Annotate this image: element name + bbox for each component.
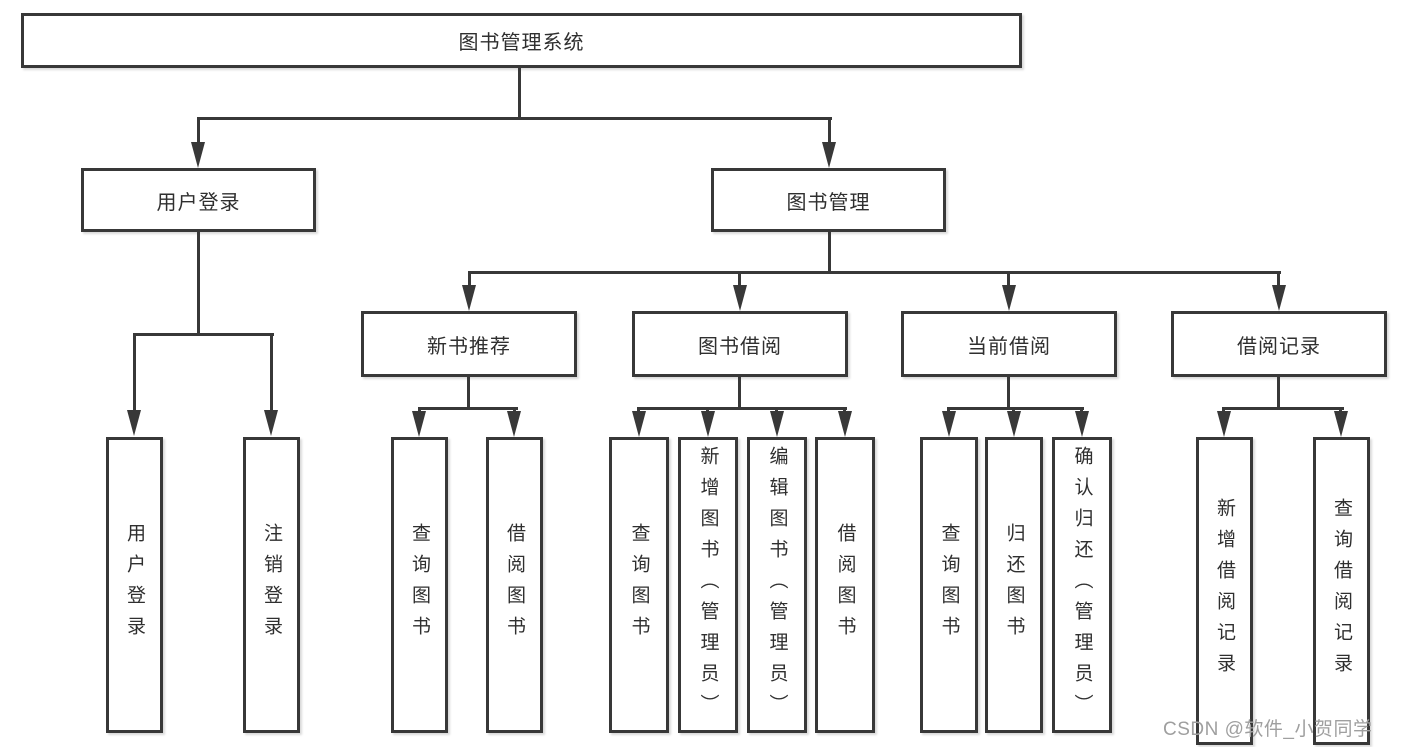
leaf-br-add-record: 新增借阅记录	[1196, 437, 1253, 745]
arrowhead-bb-query	[632, 411, 646, 437]
leaf-bb-add-books-label: 新增图书（管理员）	[697, 445, 719, 725]
arrowhead-ul-login	[127, 410, 141, 436]
arrowhead-book-management	[822, 142, 836, 168]
node-book-borrowing-label: 图书借阅	[698, 335, 782, 358]
arrowhead-cb-return	[1007, 411, 1021, 437]
connector-nbr-stem	[467, 377, 470, 409]
leaf-nbr-borrow-books-label: 借阅图书	[504, 523, 525, 647]
leaf-cb-confirm-return-label: 确认归还（管理员）	[1071, 445, 1093, 725]
connector-level2-bar	[468, 271, 1281, 274]
node-user-login: 用户登录	[81, 168, 316, 232]
arrowhead-book-borrowing	[733, 285, 747, 311]
arrowhead-bb-add	[701, 411, 715, 437]
node-current-borrowing: 当前借阅	[901, 311, 1117, 377]
connector-new-book-recommend-drop	[468, 271, 471, 289]
leaf-cb-query-books-label: 查询图书	[938, 523, 960, 647]
node-new-book-recommend: 新书推荐	[361, 311, 577, 377]
node-borrowing-records-label: 借阅记录	[1237, 335, 1321, 358]
node-user-login-label: 用户登录	[156, 191, 241, 214]
connector-user-login-bar	[133, 333, 274, 336]
connector-bb-stem	[738, 377, 741, 409]
leaf-br-add-record-label: 新增借阅记录	[1214, 498, 1235, 684]
leaf-user-login: 用户登录	[106, 437, 163, 733]
leaf-cb-return-books-label: 归还图书	[1003, 523, 1025, 647]
connector-user-login-drop	[197, 117, 200, 145]
leaf-logout-label: 注销登录	[261, 523, 282, 647]
arrowhead-new-book-recommend	[462, 285, 476, 311]
connector-cb-bar	[948, 407, 1084, 410]
node-new-book-recommend-label: 新书推荐	[427, 335, 511, 358]
watermark-csdn: CSDN @软件_小贺同学	[1163, 719, 1373, 740]
arrowhead-br-query	[1334, 411, 1348, 437]
node-borrowing-records: 借阅记录	[1171, 311, 1387, 377]
arrowhead-nbr-query	[412, 411, 426, 437]
leaf-bb-borrow-books-label: 借阅图书	[834, 523, 856, 647]
connector-root-stem	[518, 68, 521, 120]
connector-ul-login-drop	[133, 333, 136, 413]
node-current-borrowing-label: 当前借阅	[967, 335, 1051, 358]
node-book-borrowing: 图书借阅	[632, 311, 848, 377]
node-root: 图书管理系统	[21, 13, 1022, 68]
connector-nbr-bar	[418, 407, 518, 410]
connector-cb-stem	[1007, 377, 1010, 409]
leaf-bb-edit-books: 编辑图书（管理员）	[747, 437, 807, 733]
connector-bb-bar	[638, 407, 847, 410]
arrowhead-bb-borrow	[838, 411, 852, 437]
leaf-nbr-borrow-books: 借阅图书	[486, 437, 543, 733]
node-book-management-label: 图书管理	[786, 191, 871, 214]
leaf-bb-query-books: 查询图书	[609, 437, 669, 733]
connector-book-management-stem	[828, 232, 831, 274]
leaf-nbr-query-books: 查询图书	[391, 437, 448, 733]
node-root-label: 图书管理系统	[458, 32, 585, 54]
connector-borrowing-records-drop	[1277, 271, 1280, 289]
leaf-br-query-record-label: 查询借阅记录	[1331, 498, 1352, 684]
leaf-logout: 注销登录	[243, 437, 300, 733]
leaf-cb-query-books: 查询图书	[920, 437, 978, 733]
arrowhead-bb-edit	[770, 411, 784, 437]
leaf-nbr-query-books-label: 查询图书	[409, 523, 430, 647]
arrowhead-cb-confirm	[1075, 411, 1089, 437]
connector-br-stem	[1277, 377, 1280, 409]
leaf-bb-add-books: 新增图书（管理员）	[678, 437, 738, 733]
arrowhead-br-add	[1217, 411, 1231, 437]
arrowhead-current-borrowing	[1002, 285, 1016, 311]
leaf-br-query-record: 查询借阅记录	[1313, 437, 1370, 745]
leaf-bb-borrow-books: 借阅图书	[815, 437, 875, 733]
leaf-bb-query-books-label: 查询图书	[628, 523, 650, 647]
connector-book-management-drop	[828, 117, 831, 145]
arrowhead-nbr-borrow	[507, 411, 521, 437]
leaf-cb-return-books: 归还图书	[985, 437, 1043, 733]
connector-ul-logout-drop	[270, 333, 273, 413]
connector-current-borrowing-drop	[1007, 271, 1010, 289]
arrowhead-cb-query	[942, 411, 956, 437]
connector-user-login-stem	[197, 232, 200, 335]
leaf-bb-edit-books-label: 编辑图书（管理员）	[766, 445, 788, 725]
connector-book-borrowing-drop	[738, 271, 741, 289]
leaf-cb-confirm-return: 确认归还（管理员）	[1052, 437, 1112, 733]
arrowhead-ul-logout	[264, 410, 278, 436]
connector-br-bar	[1223, 407, 1344, 410]
leaf-user-login-label: 用户登录	[124, 523, 145, 647]
arrowhead-user-login	[191, 142, 205, 168]
arrowhead-borrowing-records	[1272, 285, 1286, 311]
node-book-management: 图书管理	[711, 168, 946, 232]
connector-level1-bar	[197, 117, 832, 120]
